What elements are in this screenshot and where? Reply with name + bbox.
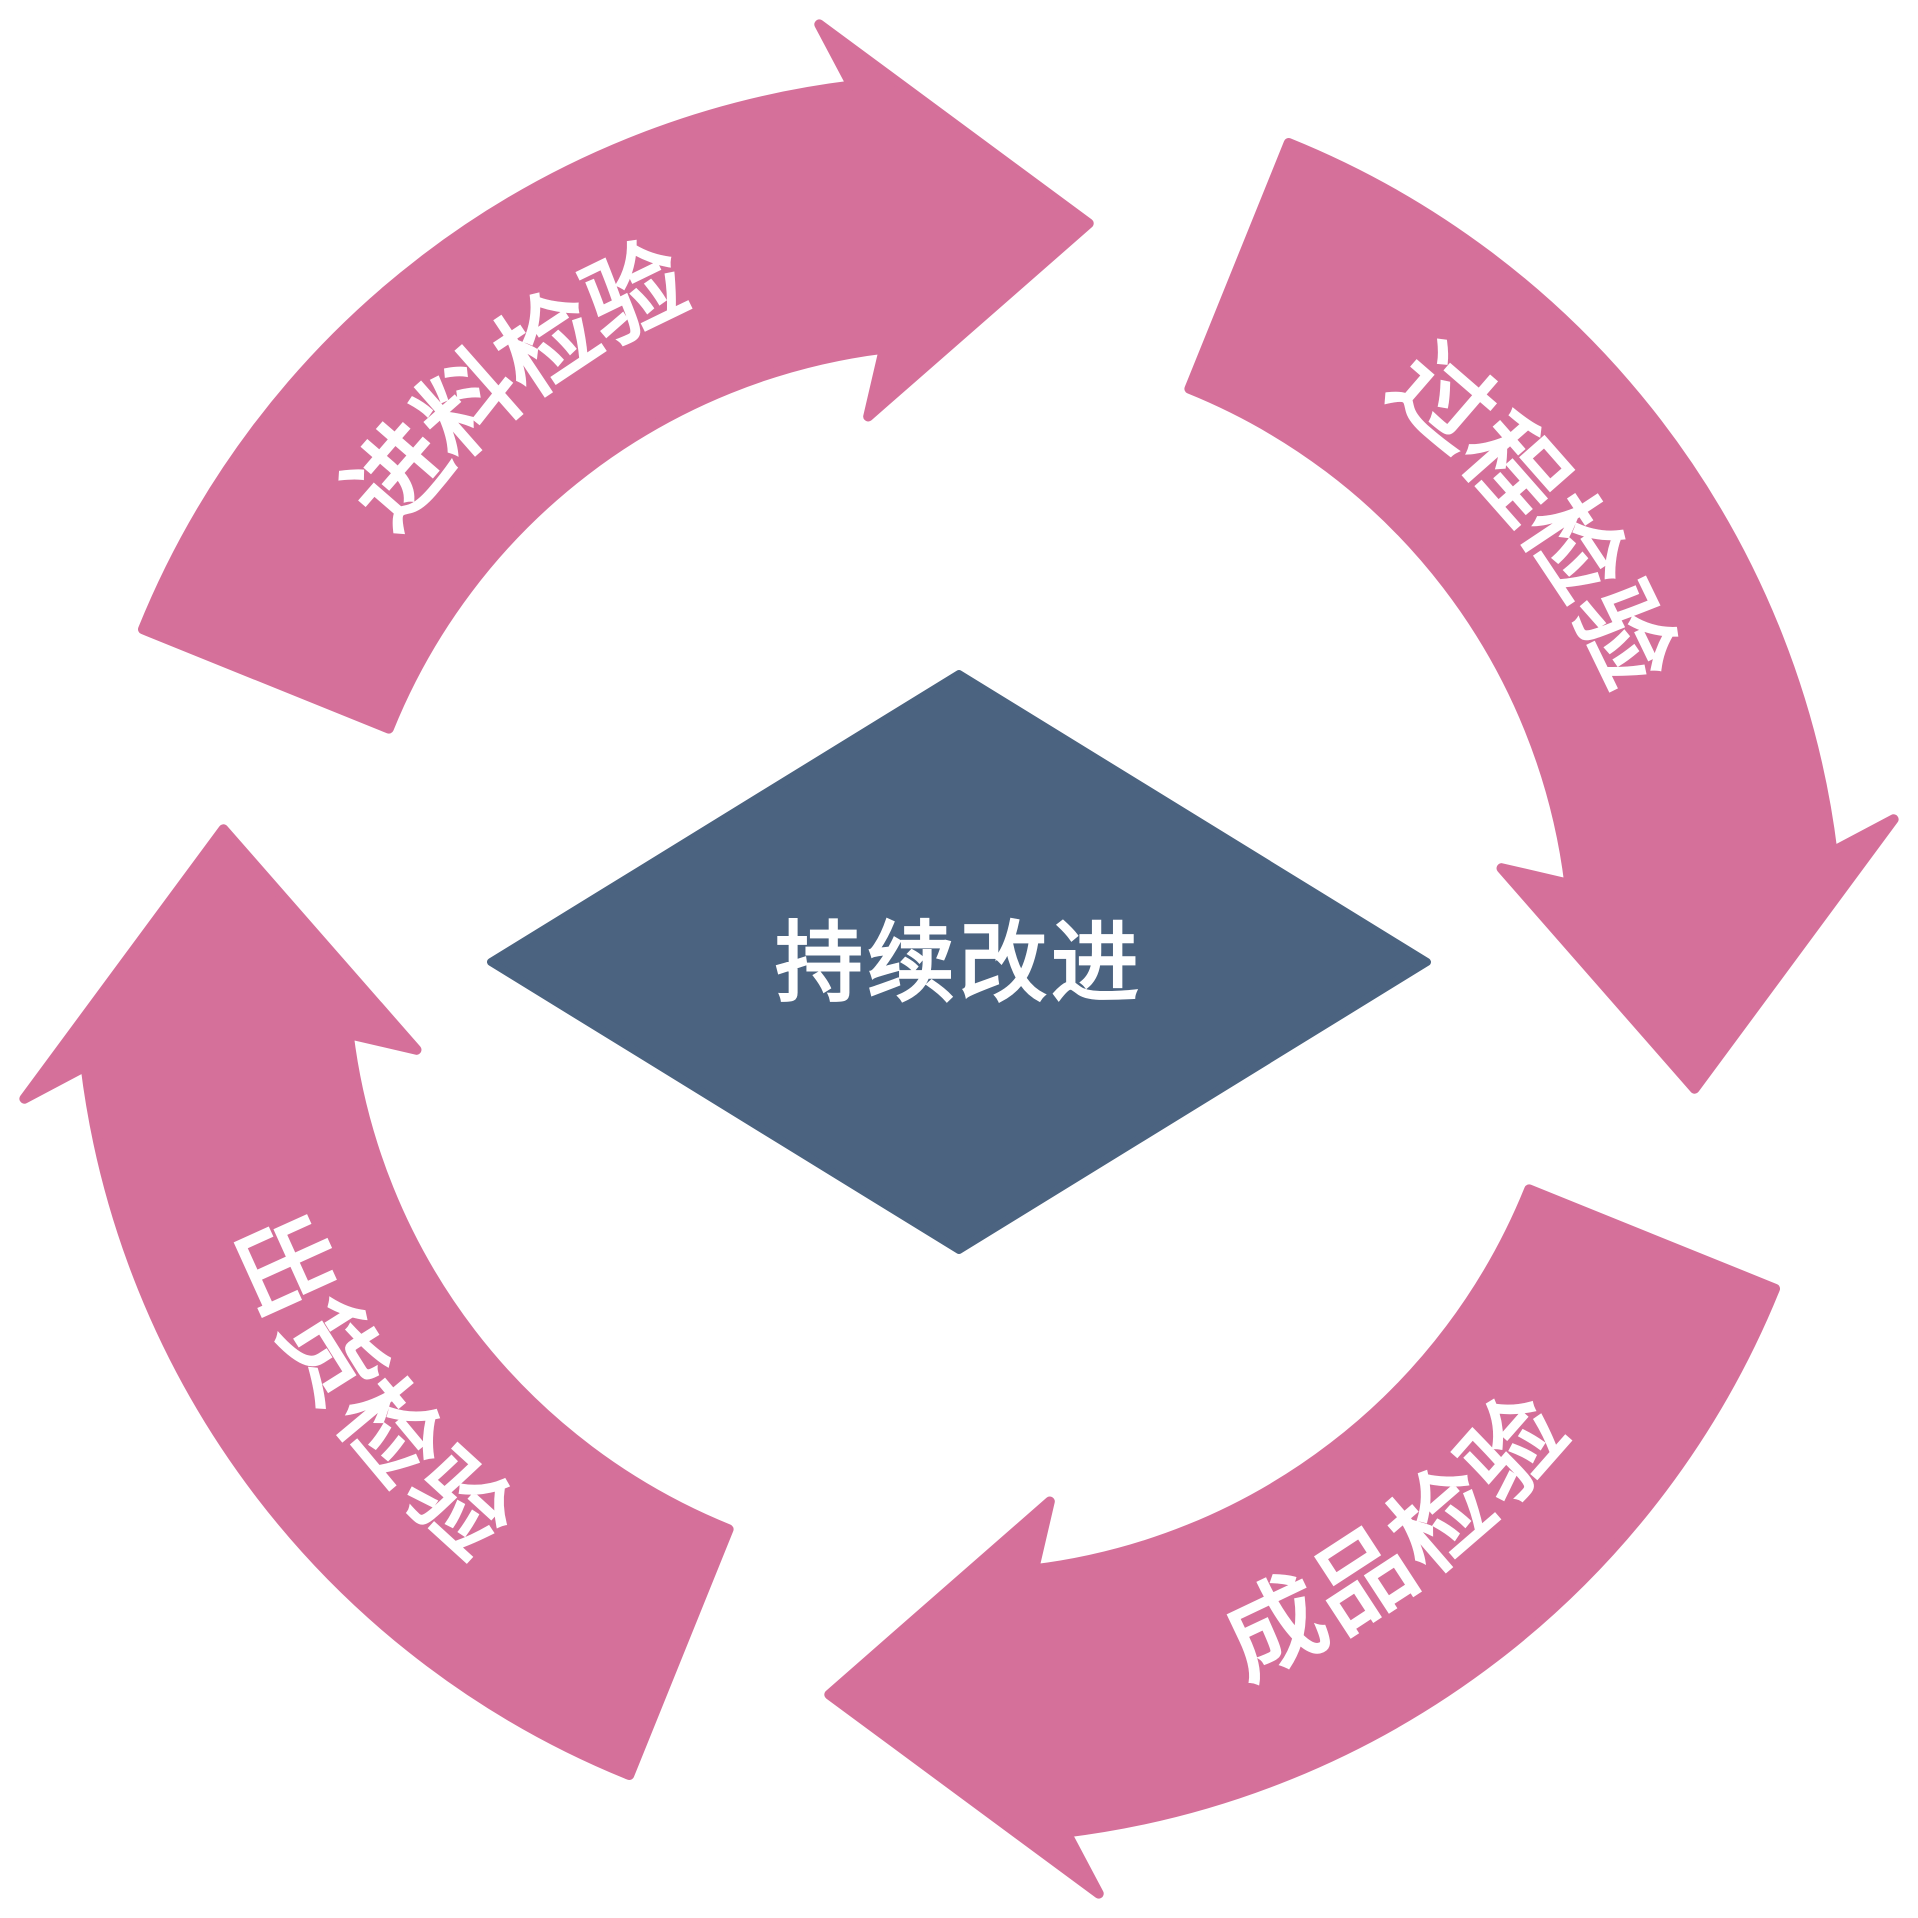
center-diamond	[487, 670, 1431, 1254]
center-diamond-label: 持续改进	[775, 914, 1143, 1013]
